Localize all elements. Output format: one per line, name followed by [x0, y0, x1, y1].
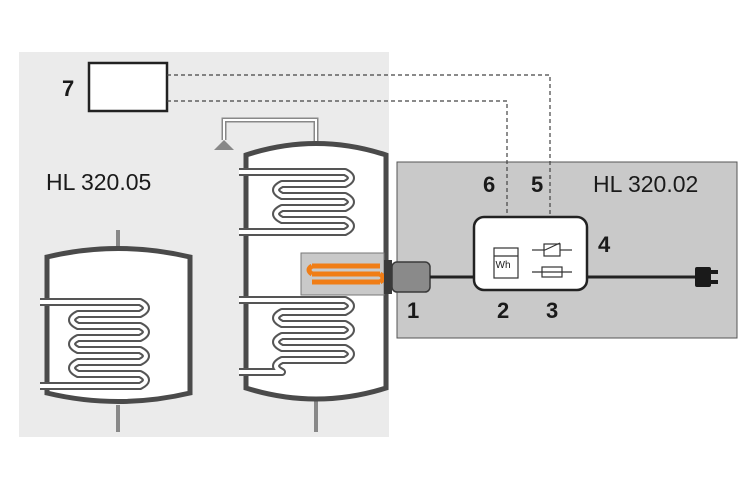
callout-4: 4	[598, 232, 611, 257]
switch-box	[472, 215, 589, 292]
callout-6: 6	[483, 172, 495, 197]
fuse-icon	[532, 266, 572, 278]
callout-2: 2	[497, 298, 509, 323]
callout-5: 5	[531, 172, 543, 197]
meter-signal-line	[167, 100, 508, 242]
relay-signal-line	[167, 74, 551, 238]
controller-box	[87, 61, 169, 113]
callout-3: 3	[546, 298, 558, 323]
left-module-title: HL 320.05	[46, 169, 151, 195]
signal-lines	[167, 74, 551, 242]
right-module-title: HL 320.02	[593, 171, 698, 197]
plug-icon	[695, 267, 718, 287]
energy-meter-icon	[493, 247, 519, 279]
small-storage-tank	[40, 230, 193, 432]
heating-element	[300, 252, 431, 296]
meter-unit-label: Wh	[496, 260, 511, 271]
callout-7: 7	[62, 76, 74, 101]
callout-1: 1	[407, 298, 419, 323]
relay-contact-icon	[532, 242, 572, 257]
